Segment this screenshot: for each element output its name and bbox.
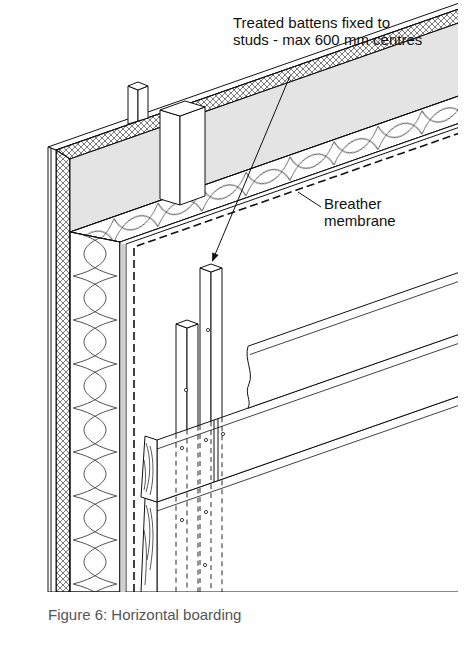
stud-side — [160, 110, 180, 205]
top-batten-front — [138, 86, 148, 121]
leader-line — [298, 192, 321, 207]
lining-line — [51, 148, 52, 592]
board-joint — [214, 420, 215, 482]
insulation-side-base — [70, 232, 120, 592]
sheathing-board — [120, 123, 458, 592]
top-batten-top — [128, 82, 148, 90]
callout-label: Breather membrane — [324, 195, 444, 229]
stud-front — [180, 107, 205, 205]
stud-top — [160, 101, 205, 116]
weatherboard — [247, 272, 458, 408]
sheathing-thickness — [121, 244, 126, 592]
lining-board — [48, 147, 56, 592]
leader-line — [214, 76, 290, 257]
board-joint — [218, 419, 219, 481]
sheathing-edge — [126, 127, 458, 592]
hidden-batten-lines — [176, 417, 222, 592]
board-groove — [250, 281, 458, 355]
top-batten-side — [128, 86, 138, 124]
batten-top — [176, 320, 198, 328]
insulation-side — [70, 232, 120, 592]
leader-arrowhead — [212, 252, 219, 262]
wood-grain — [144, 443, 153, 495]
batten-top — [200, 264, 222, 272]
wood-grain — [144, 505, 153, 585]
board-end — [141, 436, 157, 502]
board-end — [141, 498, 157, 592]
breather-membrane — [134, 133, 458, 592]
nail-heads — [180, 328, 224, 566]
callout-label: Treated battens fixed to studs - max 600… — [233, 14, 423, 48]
hatched-layer-side-base — [56, 150, 70, 592]
figure-caption: Figure 6: Horizontal boarding — [48, 606, 448, 624]
hatched-layer-side — [56, 150, 70, 592]
